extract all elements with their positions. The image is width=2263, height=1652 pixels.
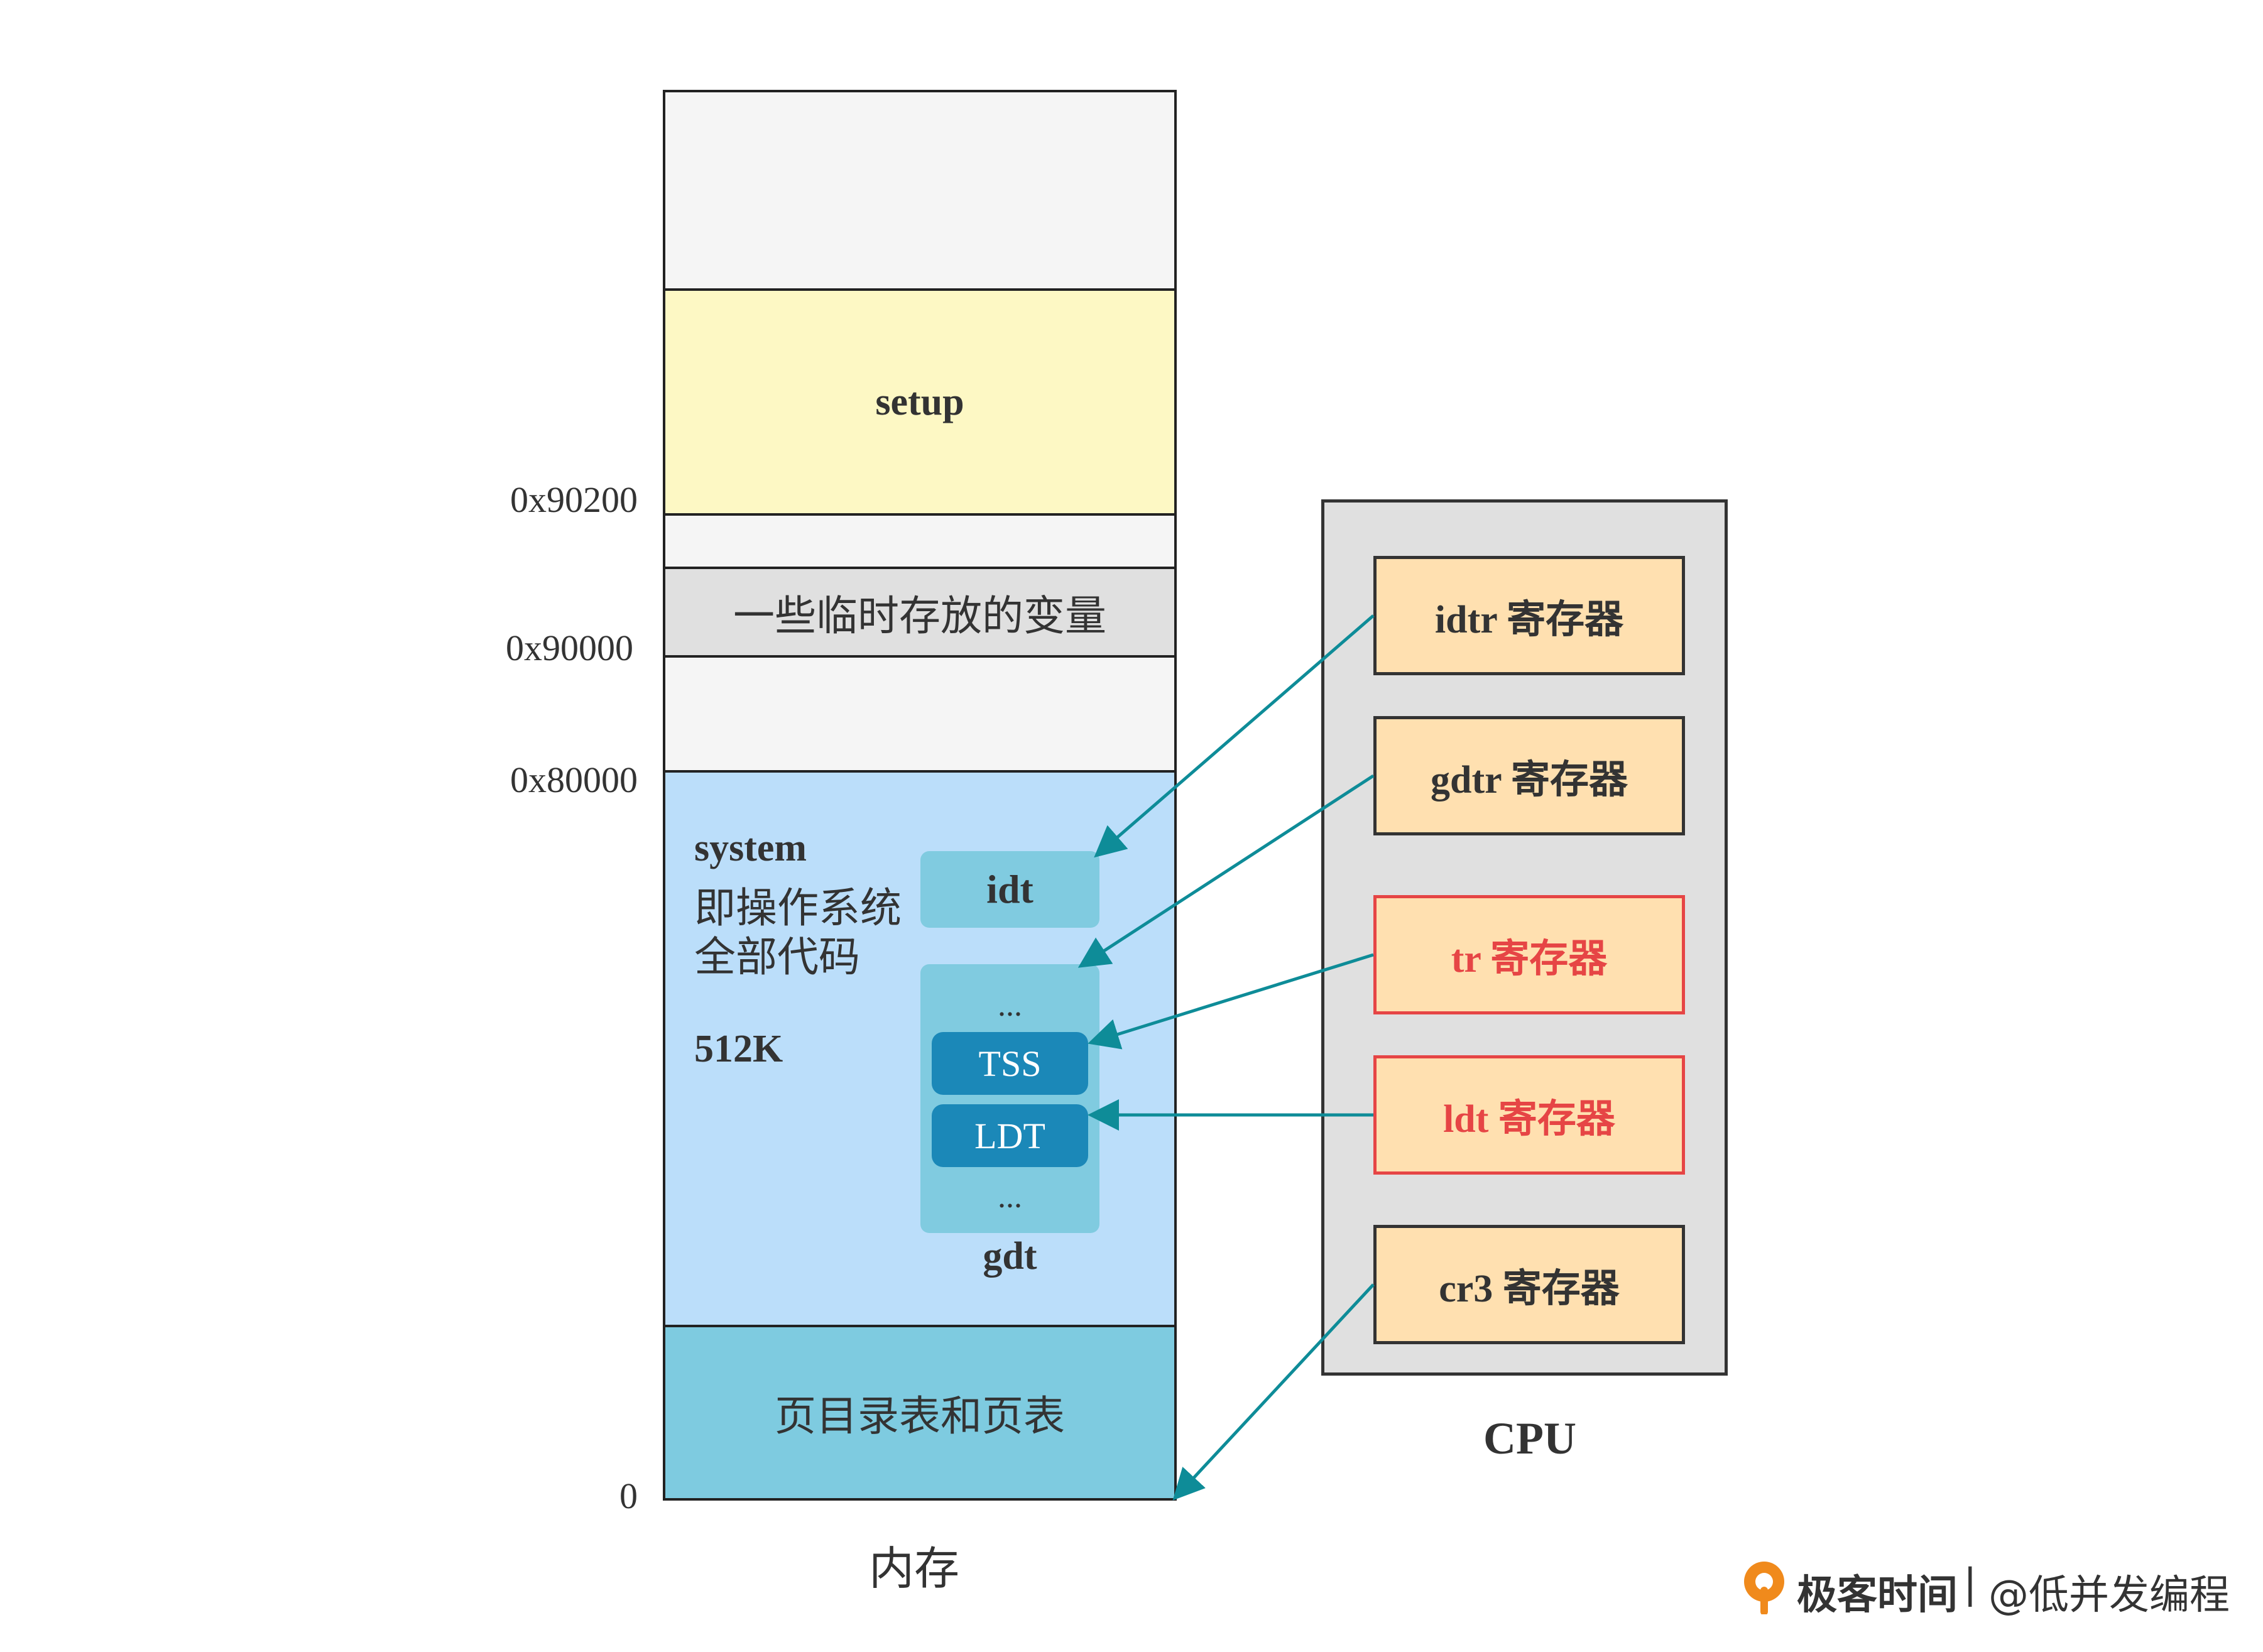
cr3-to-page-tables-arrow: [1172, 1283, 1375, 1501]
gdt-dots-top: ...: [998, 987, 1022, 1023]
gdt-dots-bottom: ...: [998, 1178, 1022, 1215]
address-0x90200: 0x90200: [510, 479, 638, 520]
idt-table: idt: [920, 851, 1099, 928]
address-0x90000: 0x90000: [506, 628, 633, 668]
memory-top-free: [663, 90, 1177, 291]
setup-block: setup: [663, 288, 1177, 516]
system-title: system: [694, 827, 807, 869]
memory-gap-2: [663, 655, 1177, 773]
idtr-to-idt-arrow: [1094, 614, 1375, 858]
temp-vars-block: 一些临时存放的变量: [663, 567, 1177, 658]
ldt-register-label: ldt 寄存器: [1443, 1098, 1615, 1141]
geektime-logo-icon: [1744, 1562, 1784, 1614]
page-tables-label: 页目录表和页表: [775, 1394, 1065, 1440]
gdtr-to-gdt-arrow: [1077, 774, 1375, 968]
ldt-register: ldt 寄存器: [1373, 1055, 1685, 1175]
page-tables-block: 页目录表和页表: [663, 1325, 1177, 1501]
footer-brand: 极客时间: [1797, 1572, 1958, 1619]
cr3-register-label: cr3 寄存器: [1439, 1268, 1620, 1310]
idtr-register-label: idtr 寄存器: [1434, 599, 1624, 641]
tss-segment: TSS: [932, 1032, 1088, 1095]
tss-label: TSS: [978, 1043, 1042, 1084]
tr-register: tr 寄存器: [1373, 895, 1685, 1014]
gdt-table: [920, 964, 1099, 1233]
idt-label: idt: [986, 867, 1033, 911]
memory-gap-1: [663, 513, 1177, 569]
system-size: 512K: [694, 1028, 783, 1070]
gdt-label: gdt: [983, 1234, 1037, 1278]
temp-vars-label: 一些临时存放的变量: [733, 593, 1106, 639]
cr3-register: cr3 寄存器: [1373, 1225, 1685, 1344]
idtr-register: idtr 寄存器: [1373, 556, 1685, 675]
address-0: 0: [619, 1475, 638, 1516]
footer-author: @低并发编程: [1988, 1572, 2230, 1619]
tr-to-tss-arrow: [1088, 953, 1374, 1050]
system-desc-line2: 全部代码: [694, 935, 860, 981]
setup-label: setup: [875, 380, 964, 423]
footer-separator: |: [1963, 1561, 1977, 1607]
tr-register-label: tr 寄存器: [1451, 938, 1608, 981]
cpu-caption: CPU: [1483, 1413, 1576, 1464]
address-0x80000: 0x80000: [510, 759, 638, 800]
ldt-segment: LDT: [932, 1104, 1088, 1167]
ldt-label: LDT: [974, 1115, 1045, 1156]
system-desc-line1: 即操作系统: [694, 886, 902, 932]
memory-caption: 内存: [868, 1543, 959, 1594]
gdtr-register: gdtr 寄存器: [1373, 716, 1685, 835]
gdtr-register-label: gdtr 寄存器: [1430, 759, 1628, 802]
